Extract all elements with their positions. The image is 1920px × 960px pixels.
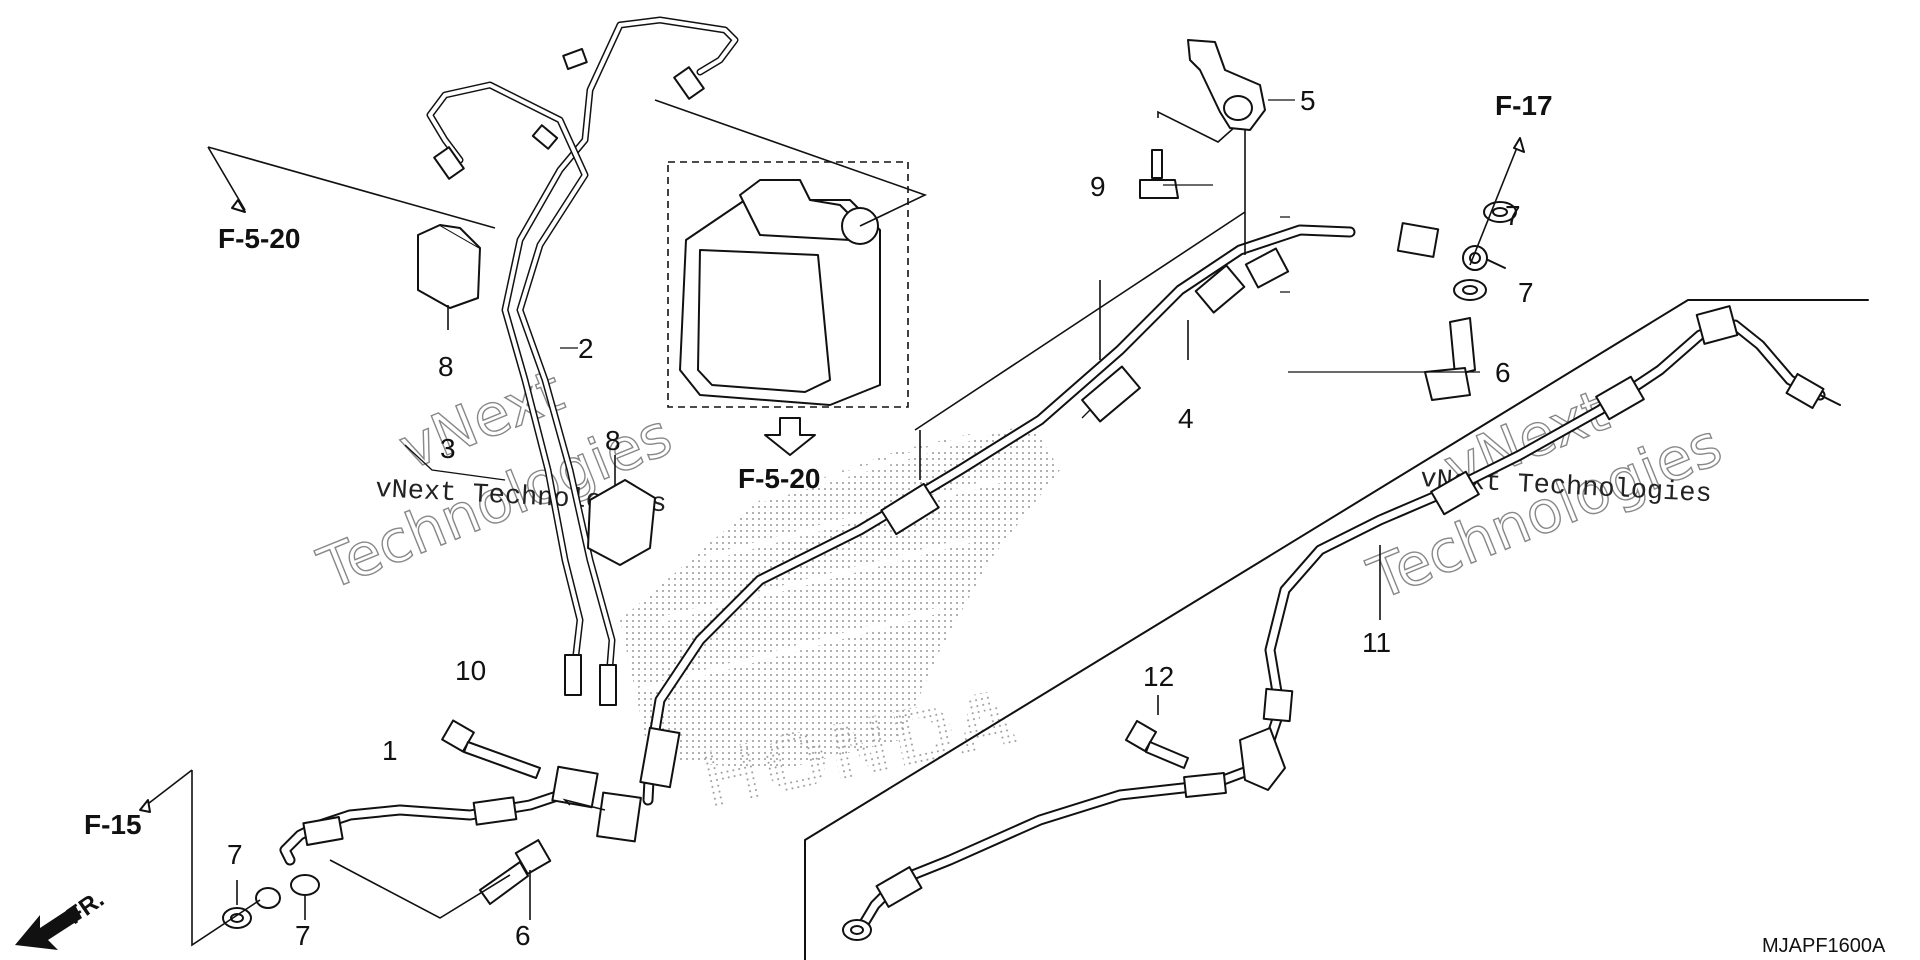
bolt-10	[441, 719, 541, 779]
callout-3: 3	[440, 433, 456, 464]
ref-f15: F-15	[84, 809, 142, 840]
callout-6-rear: 6	[1495, 357, 1511, 388]
washer-7-upper	[1483, 201, 1517, 223]
watermark-right: vNext Technologies vNext Technologies	[1358, 376, 1731, 614]
clamp-8-middle	[587, 455, 656, 566]
callout-10: 10	[455, 655, 486, 686]
brake-hose-1	[279, 765, 642, 866]
callout-8-middle: 8	[605, 425, 621, 456]
banjo-bolt-6-front	[479, 839, 552, 920]
washer-7-front-b	[255, 874, 320, 920]
callout-6-front: 6	[515, 920, 531, 951]
callout-8-upper: 8	[438, 351, 454, 382]
honda-wing-logo: HONDA	[620, 417, 1060, 829]
callout-1: 1	[382, 735, 398, 766]
ref-f15-arrow	[139, 769, 261, 947]
callout-11: 11	[1362, 627, 1391, 658]
ref-f17-arrow	[1469, 137, 1525, 266]
callout-7-rear-lower: 7	[1518, 277, 1534, 308]
rear-section-frame	[804, 299, 1869, 960]
abs-modulator-box	[654, 99, 928, 456]
bolt-9	[1139, 149, 1179, 199]
banjo-bolt-6-rear	[1424, 317, 1476, 401]
brake-hose-4	[639, 110, 1506, 806]
callout-numbers: 1 2 3 4 5 6 6 7 7 7 7 8 8 9 10 11 12	[227, 85, 1534, 951]
callout-5: 5	[1300, 85, 1316, 116]
ref-f5-20-left: F-5-20	[218, 223, 300, 254]
callout-7-front-b: 7	[295, 920, 311, 951]
stay-5	[1187, 39, 1266, 131]
callout-4: 4	[1178, 403, 1194, 434]
washer-7-front-a	[222, 880, 252, 929]
brake-pipe-assembly	[426, 16, 739, 706]
ref-f5-20-left-arrow	[207, 146, 496, 229]
washer-7-lower	[1453, 279, 1487, 301]
callout-2: 2	[578, 333, 594, 364]
callout-7-rear-upper: 7	[1505, 200, 1521, 231]
leader-6-washers	[329, 859, 511, 919]
diagram-code: MJAPF1600A	[1762, 935, 1886, 957]
callout-7-front-a: 7	[227, 839, 243, 870]
callout-9: 9	[1090, 171, 1106, 202]
ref-f17: F-17	[1495, 90, 1553, 121]
clamp-8-upper	[417, 224, 481, 330]
callout-leaders	[404, 99, 1480, 481]
bolt-12	[1124, 695, 1189, 769]
brake-hose-11	[842, 305, 1841, 941]
ref-f5-20-center: F-5-20	[738, 463, 820, 494]
front-direction-arrow: FR.	[15, 886, 109, 950]
callout-12: 12	[1143, 661, 1174, 692]
